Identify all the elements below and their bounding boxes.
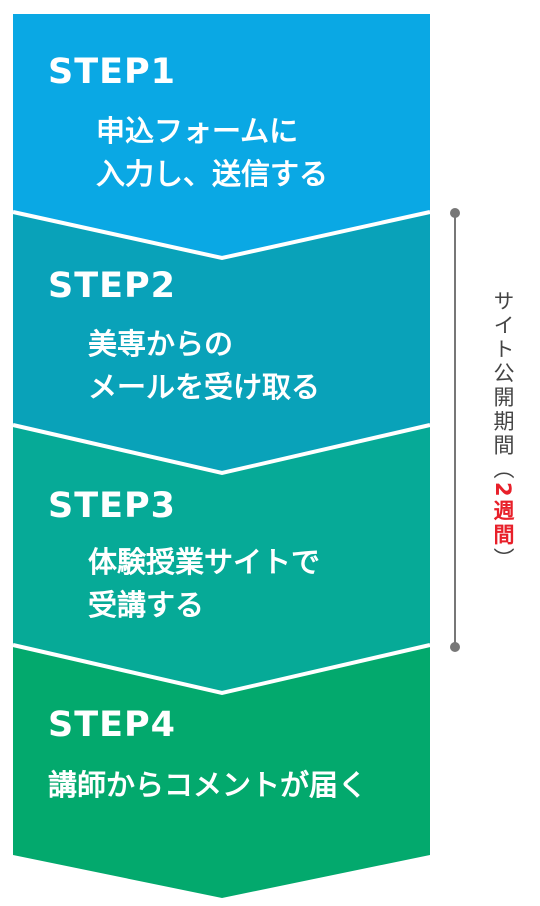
period-prefix: サイト公開期間（ xyxy=(491,290,515,482)
step2-description: 美専からの メールを受け取る xyxy=(88,323,320,409)
step1-line1: 申込フォームに xyxy=(96,114,299,148)
step4-description: 講師からコメントが届く xyxy=(48,764,367,807)
period-bracket xyxy=(450,208,460,652)
period-unit: 週間 xyxy=(491,499,515,548)
step2-title: STEP2 xyxy=(48,266,176,306)
step3-description: 体験授業サイトで 受講する xyxy=(88,541,320,627)
step3-shape xyxy=(13,425,430,693)
period-dot-bottom xyxy=(450,642,460,652)
step2-shape xyxy=(13,212,430,473)
step1-line2: 入力し、送信する xyxy=(96,157,329,191)
step4-shape xyxy=(13,645,430,898)
separator-3 xyxy=(12,643,431,696)
step3-line1: 体験授業サイトで xyxy=(88,545,321,579)
step2-line1: 美専からの xyxy=(88,327,234,361)
period-dot-top xyxy=(450,208,460,218)
step1-title: STEP1 xyxy=(48,52,176,92)
site-period-label: サイト公開期間（2週間） xyxy=(478,290,518,580)
separator-1 xyxy=(12,210,431,261)
step2-line2: メールを受け取る xyxy=(88,370,321,404)
separator-2 xyxy=(12,423,431,476)
step1-shape xyxy=(13,14,430,258)
period-suffix: ） xyxy=(491,547,515,572)
step3-title: STEP3 xyxy=(48,486,176,526)
step3-line2: 受講する xyxy=(88,588,205,622)
period-number: 2 xyxy=(491,482,515,500)
step4-title: STEP4 xyxy=(48,705,176,745)
step1-description: 申込フォームに 入力し、送信する xyxy=(96,110,328,196)
step4-line1: 講師からコメントが届く xyxy=(48,768,368,802)
